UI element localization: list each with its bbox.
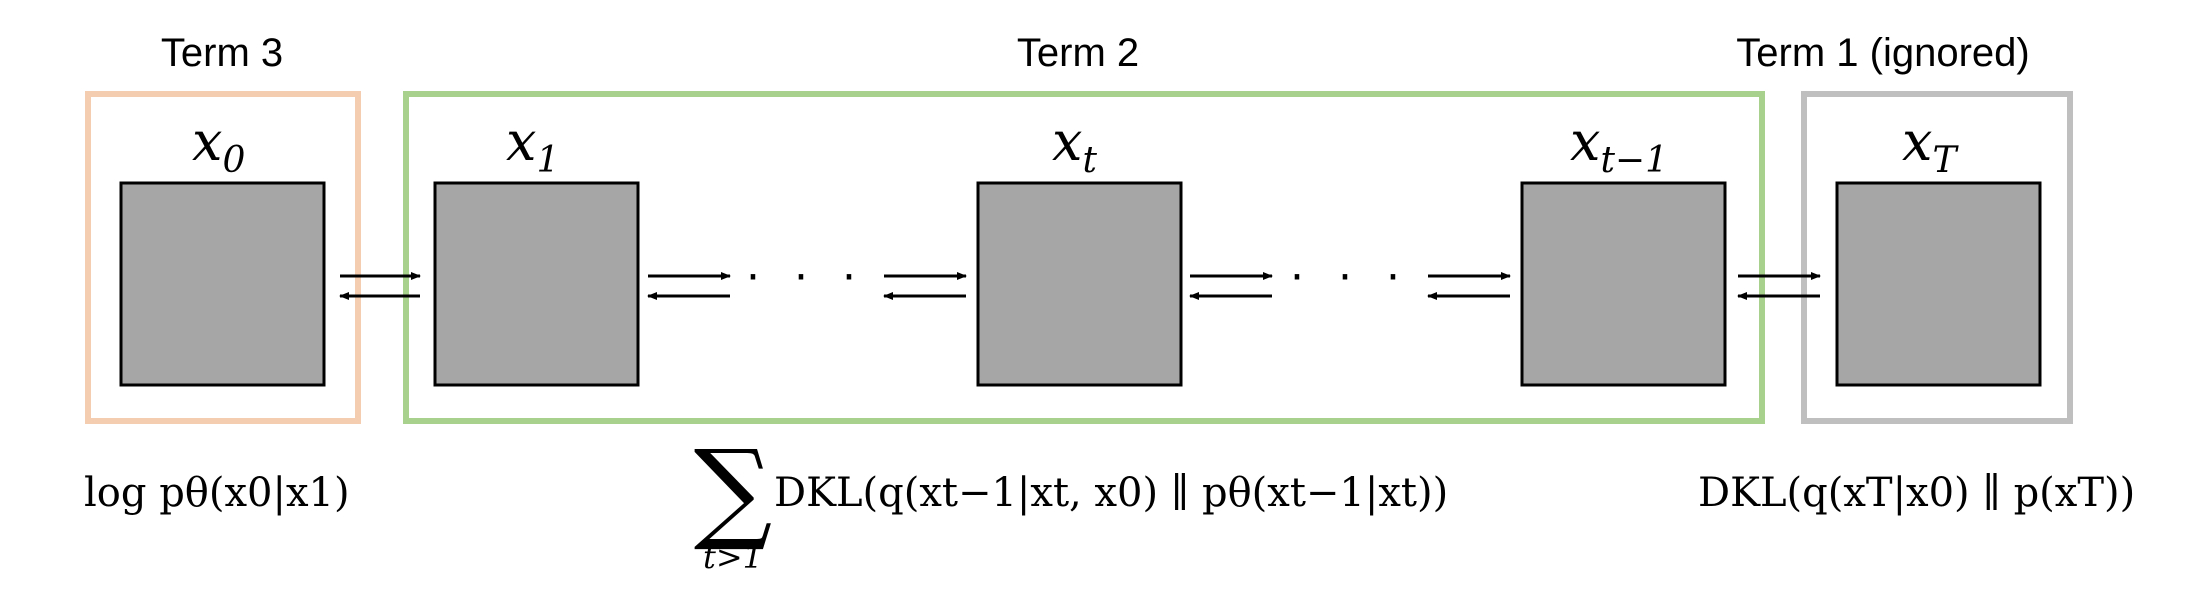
node-xT-label: xT <box>1902 110 1959 181</box>
node-x0-label: x0 <box>192 110 245 181</box>
node-xtm1-label: xt−1 <box>1570 110 1668 181</box>
term3-label: Term 3 <box>161 31 283 75</box>
node-xT-square <box>1835 181 2042 387</box>
node-xt-label: xt <box>1052 110 1097 181</box>
term2-box <box>403 91 1765 424</box>
node-x1-square <box>433 181 640 387</box>
node-x0-square <box>119 181 326 387</box>
arrow-pair-x1-dots <box>647 272 731 300</box>
term1-formula: DKL(q(xT|x0) ∥ p(xT)) <box>1698 470 2135 516</box>
term2-label: Term 2 <box>1017 31 1139 75</box>
arrow-pair-xt-dots <box>1189 272 1273 300</box>
term2-sum-sign: ∑ <box>694 426 773 554</box>
ellipsis-left: · · · <box>746 252 866 303</box>
term1-label: Term 1 (ignored) <box>1736 31 2029 75</box>
term2-sum-index: t>1 <box>703 538 763 576</box>
arrow-pair-xtm1-xT <box>1737 272 1821 300</box>
arrow-pair-dots-xtm1 <box>1427 272 1511 300</box>
node-xt-square <box>976 181 1183 387</box>
term1-box <box>1801 91 2073 424</box>
term3-box <box>85 91 361 424</box>
node-xtm1-square <box>1520 181 1727 387</box>
ellipsis-right: · · · <box>1290 252 1410 303</box>
arrow-pair-dots-xt <box>883 272 967 300</box>
node-x1-label: x1 <box>506 110 559 181</box>
term2-formula: DKL(q(xt−1|xt, x0) ∥ pθ(xt−1|xt)) <box>774 470 1448 516</box>
term3-formula: log pθ(x0|x1) <box>84 470 350 516</box>
arrow-pair-x0-x1 <box>339 272 421 300</box>
